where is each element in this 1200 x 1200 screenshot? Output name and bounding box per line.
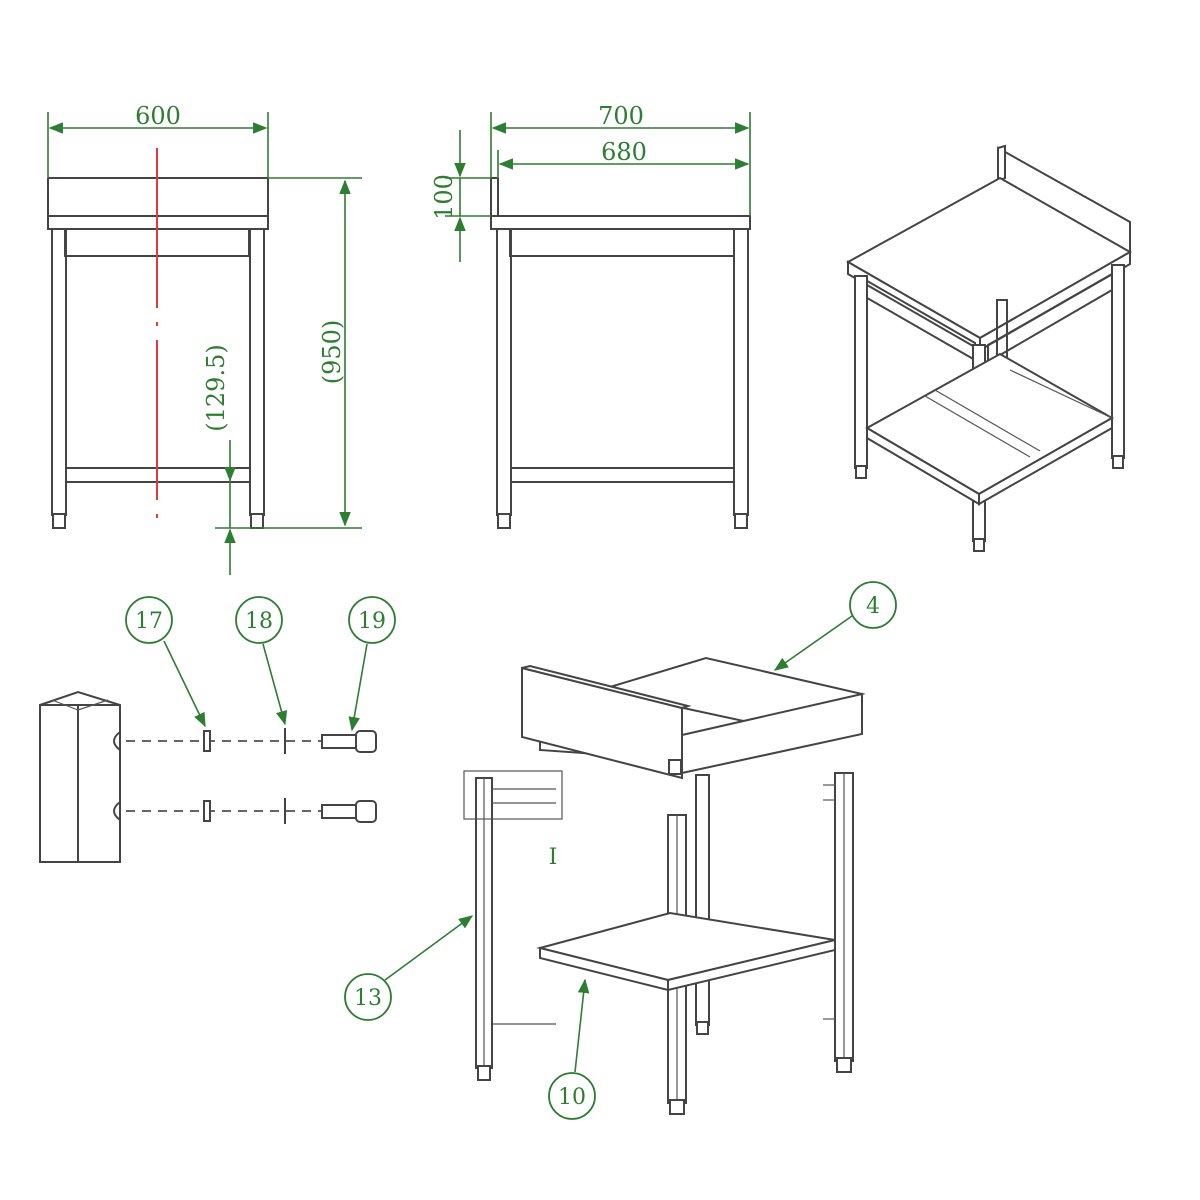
dim-width-600: 600: [135, 102, 181, 130]
callout-4: 4: [866, 594, 880, 619]
callout-13: 13: [354, 986, 382, 1011]
dim-depth-700: 700: [598, 102, 644, 130]
dim-depth-680: 680: [601, 138, 647, 166]
exploded-assembly: I 4 13 10: [344, 581, 897, 1120]
dim-backsplash-100: 100: [430, 174, 458, 220]
callout-19: 19: [358, 609, 386, 634]
dim-height-950: (950): [318, 320, 346, 385]
callout-10: 10: [558, 1085, 586, 1110]
callout-17: 17: [135, 609, 163, 634]
isometric-view: [845, 144, 1133, 552]
front-view: 600 (950) (129.5): [47, 102, 362, 575]
view-label-i: I: [549, 845, 558, 870]
side-view: 700 680 100: [430, 102, 751, 529]
dim-shelf-129: (129.5): [202, 344, 230, 431]
bolt-detail: 17 18 19: [39, 596, 396, 863]
callout-18: 18: [245, 609, 273, 634]
